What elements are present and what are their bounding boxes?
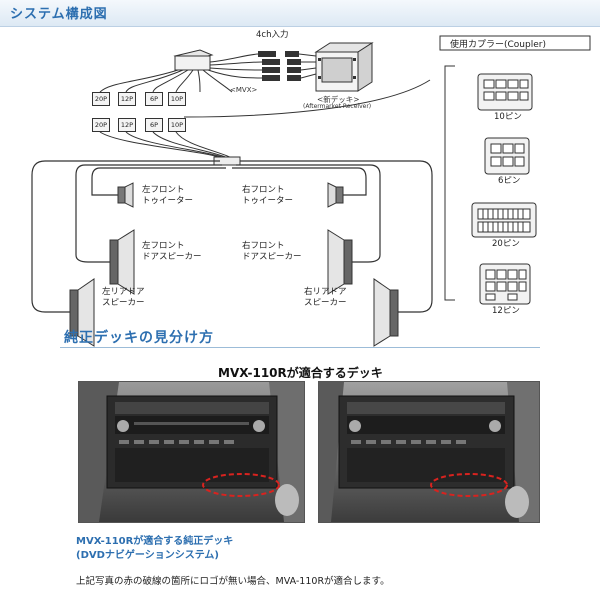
coupler-6pin-icon bbox=[484, 137, 530, 175]
rf-tweeter-icon bbox=[327, 182, 344, 208]
junction-wires bbox=[99, 79, 431, 159]
section-title: 純正デッキの見分け方 bbox=[64, 330, 214, 346]
coupler-12pin-icon bbox=[479, 263, 531, 305]
coupler-20pin-label: 20ピン bbox=[492, 239, 520, 249]
deck-photo-left bbox=[78, 381, 305, 523]
harness-wires bbox=[99, 53, 263, 93]
connector-bottom-10p: 10P bbox=[168, 118, 186, 132]
coupler-bracket bbox=[444, 65, 455, 301]
new-deck-label: <新デッキ> bbox=[317, 95, 360, 104]
new-deck-icon bbox=[314, 42, 374, 92]
input-label: 4ch入力 bbox=[256, 30, 289, 40]
rr-speaker-icon bbox=[373, 278, 399, 347]
coupler-12pin-label: 12ピン bbox=[492, 306, 520, 316]
lf-tweeter-label: 左フロントトゥイーター bbox=[142, 185, 194, 206]
deck-photo-right bbox=[318, 381, 540, 523]
rca-plugs-icon bbox=[258, 51, 317, 81]
coupler-title-box bbox=[439, 35, 591, 51]
connector-top-10p: 10P bbox=[168, 92, 186, 106]
connector-top-20p: 20P bbox=[92, 92, 110, 106]
coupler-6pin-label: 6ピン bbox=[498, 176, 521, 186]
connector-top-12p: 12P bbox=[118, 92, 136, 106]
coupler-title: 使用カプラー(Coupler) bbox=[450, 40, 546, 50]
connector-bottom-6p: 6P bbox=[145, 118, 163, 132]
lf-door-label: 左フロントドアスピーカー bbox=[142, 241, 202, 262]
lf-tweeter-icon bbox=[117, 182, 134, 208]
caption-subtitle: (DVDナビゲーションシステム) bbox=[76, 550, 219, 561]
header-bar bbox=[0, 0, 600, 27]
connector-bottom-12p: 12P bbox=[118, 118, 136, 132]
lr-speaker-icon bbox=[69, 278, 95, 347]
rf-door-speaker-icon bbox=[327, 229, 353, 295]
lr-door-label: 左リアドアスピーカー bbox=[102, 287, 145, 308]
lf-door-speaker-icon bbox=[109, 229, 135, 295]
connector-top-6p: 6P bbox=[145, 92, 163, 106]
coupler-10pin-label: 10ピン bbox=[494, 112, 522, 122]
coupler-20pin-icon bbox=[471, 202, 537, 238]
header-title: システム構成図 bbox=[10, 7, 108, 22]
mvx-label: <MVX> bbox=[230, 86, 258, 94]
aftermarket-label: (Aftermarket Receiver) bbox=[303, 103, 372, 110]
rf-door-label: 右フロントドアスピーカー bbox=[242, 241, 302, 262]
mvx-unit-icon bbox=[173, 49, 214, 71]
connector-bottom-20p: 20P bbox=[92, 118, 110, 132]
speaker-wiring bbox=[31, 160, 433, 313]
rf-tweeter-label: 右フロントトゥイーター bbox=[242, 185, 294, 206]
section-divider bbox=[60, 347, 540, 348]
coupler-10pin-icon bbox=[477, 73, 533, 111]
rr-door-label: 右リアドアスピーカー bbox=[304, 287, 347, 308]
caption-title: MVX-110Rが適合する純正デッキ bbox=[76, 536, 234, 547]
photos-title: MVX-110Rが適合するデッキ bbox=[218, 366, 383, 380]
caption-note: 上記写真の赤の破線の箇所にロゴが無い場合、MVA-110Rが適合します。 bbox=[76, 576, 390, 587]
